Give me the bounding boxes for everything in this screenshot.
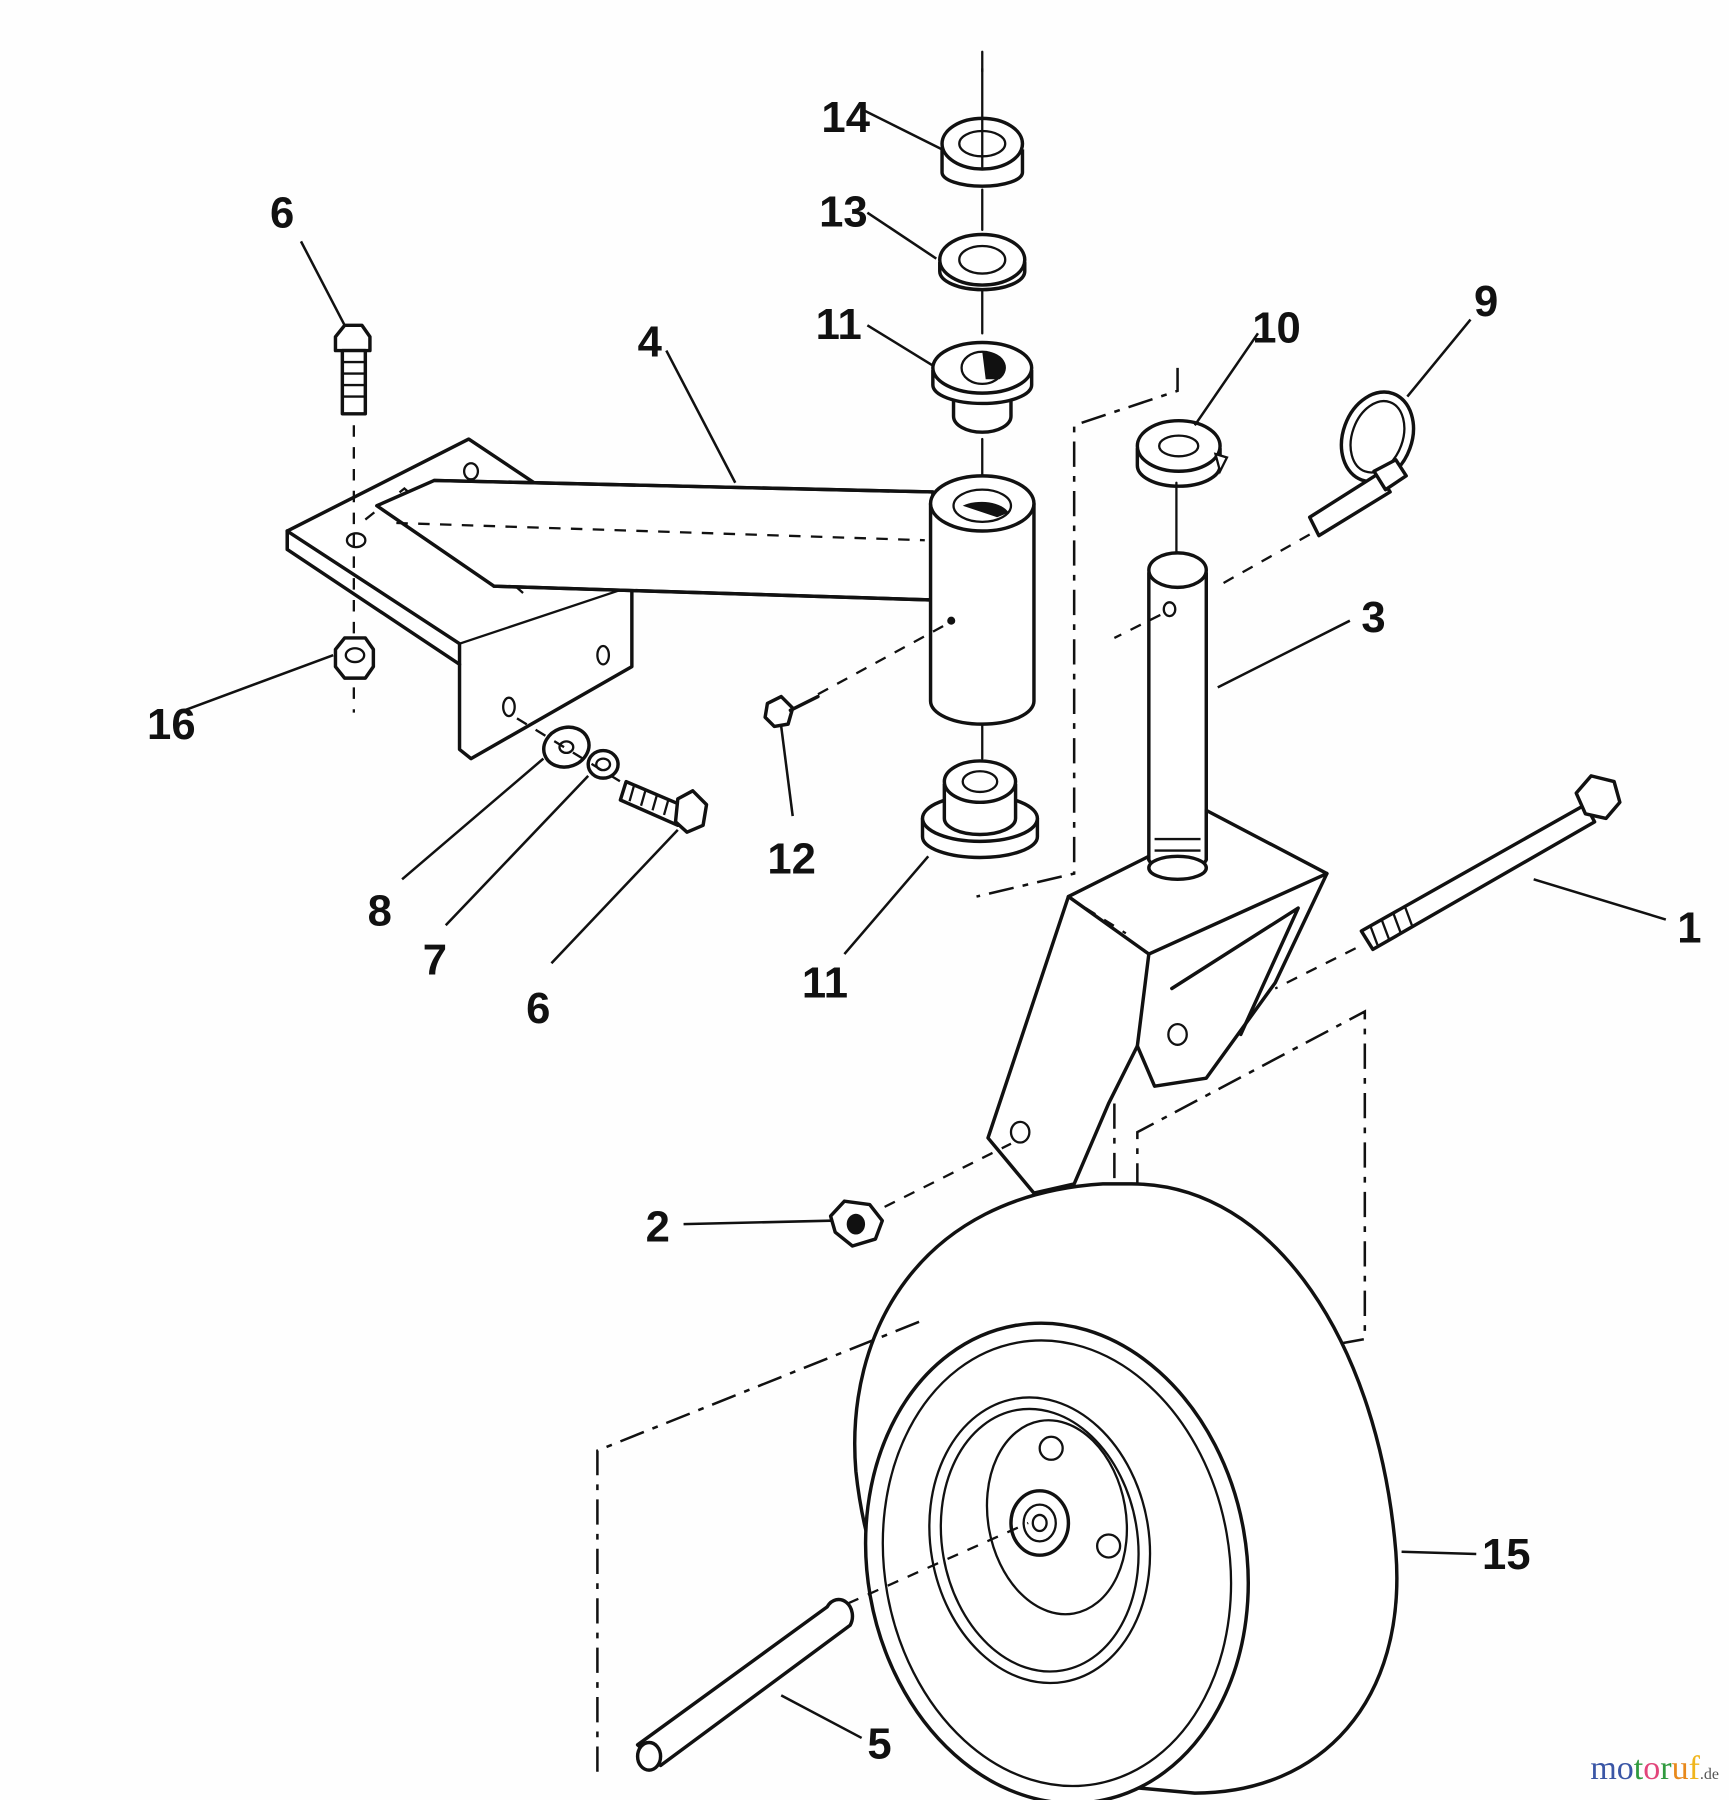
part-8-flat-washer[interactable] bbox=[538, 721, 595, 773]
callout-11-upper: 11 bbox=[816, 300, 862, 349]
part-1-axle-bolt[interactable] bbox=[1274, 774, 1622, 990]
callout-4: 4 bbox=[638, 317, 663, 366]
callout-2: 2 bbox=[646, 1202, 670, 1251]
callout-11-lower: 11 bbox=[802, 959, 848, 1008]
watermark-tld: .de bbox=[1699, 1766, 1719, 1783]
callout-16: 16 bbox=[147, 700, 196, 749]
callout-13: 13 bbox=[819, 187, 868, 236]
part-2-lock-nut[interactable] bbox=[828, 1142, 1012, 1248]
watermark-letter: u bbox=[1671, 1750, 1689, 1787]
watermark-letter: t bbox=[1633, 1750, 1644, 1787]
callout-3: 3 bbox=[1361, 593, 1385, 642]
callout-14: 14 bbox=[821, 93, 870, 142]
part-14-bushing[interactable] bbox=[940, 67, 1025, 188]
callout-9: 9 bbox=[1474, 277, 1498, 326]
part-9-hitch-pin[interactable] bbox=[1217, 382, 1426, 588]
part-16-nut[interactable] bbox=[333, 636, 376, 680]
assembly-outline-upper bbox=[976, 367, 1179, 898]
callout-6-upper: 6 bbox=[270, 189, 294, 238]
watermark-letter: f bbox=[1688, 1750, 1700, 1787]
assembly-outline-lower bbox=[1113, 1009, 1367, 1347]
assembly-outline-wheel bbox=[596, 1320, 920, 1776]
watermark-logo: motoruf.de bbox=[1590, 1750, 1719, 1788]
watermark-letter: o bbox=[1616, 1750, 1634, 1787]
watermark-letter: m bbox=[1590, 1750, 1617, 1787]
callout-6-lower: 6 bbox=[526, 984, 550, 1033]
part-6-upper-bolt[interactable] bbox=[333, 323, 372, 713]
callout-7: 7 bbox=[423, 936, 447, 985]
part-15-wheel[interactable] bbox=[828, 1182, 1399, 1800]
part-7-lock-washer[interactable] bbox=[586, 748, 620, 780]
part-3-pivot-pin[interactable] bbox=[1113, 551, 1209, 887]
part-4-arm-bracket[interactable] bbox=[285, 437, 1036, 761]
part-11-upper-flanged-bushing[interactable] bbox=[931, 340, 1034, 434]
part-10-split-washer[interactable] bbox=[1135, 418, 1229, 556]
callout-10: 10 bbox=[1252, 304, 1301, 353]
callout-labels: 14 13 11 4 6 10 9 3 1 16 12 8 7 6 11 2 1… bbox=[147, 93, 1702, 1768]
part-12-grease-fitting[interactable] bbox=[763, 621, 950, 729]
leader-lines bbox=[177, 108, 1667, 1740]
callout-5: 5 bbox=[867, 1720, 891, 1769]
part-5-axle-tube[interactable] bbox=[635, 1521, 1029, 1772]
watermark-letter: o bbox=[1643, 1750, 1661, 1787]
callout-8: 8 bbox=[368, 886, 392, 935]
watermark-letter: r bbox=[1660, 1750, 1672, 1787]
part-13-washer[interactable] bbox=[938, 232, 1027, 292]
callout-1: 1 bbox=[1677, 904, 1701, 953]
part-11-lower-flanged-bushing[interactable] bbox=[920, 759, 1040, 860]
part-6-lower-bolt[interactable] bbox=[516, 717, 709, 834]
callout-15: 15 bbox=[1482, 1530, 1531, 1579]
callout-12: 12 bbox=[767, 835, 816, 884]
caster-fork[interactable] bbox=[986, 808, 1329, 1195]
